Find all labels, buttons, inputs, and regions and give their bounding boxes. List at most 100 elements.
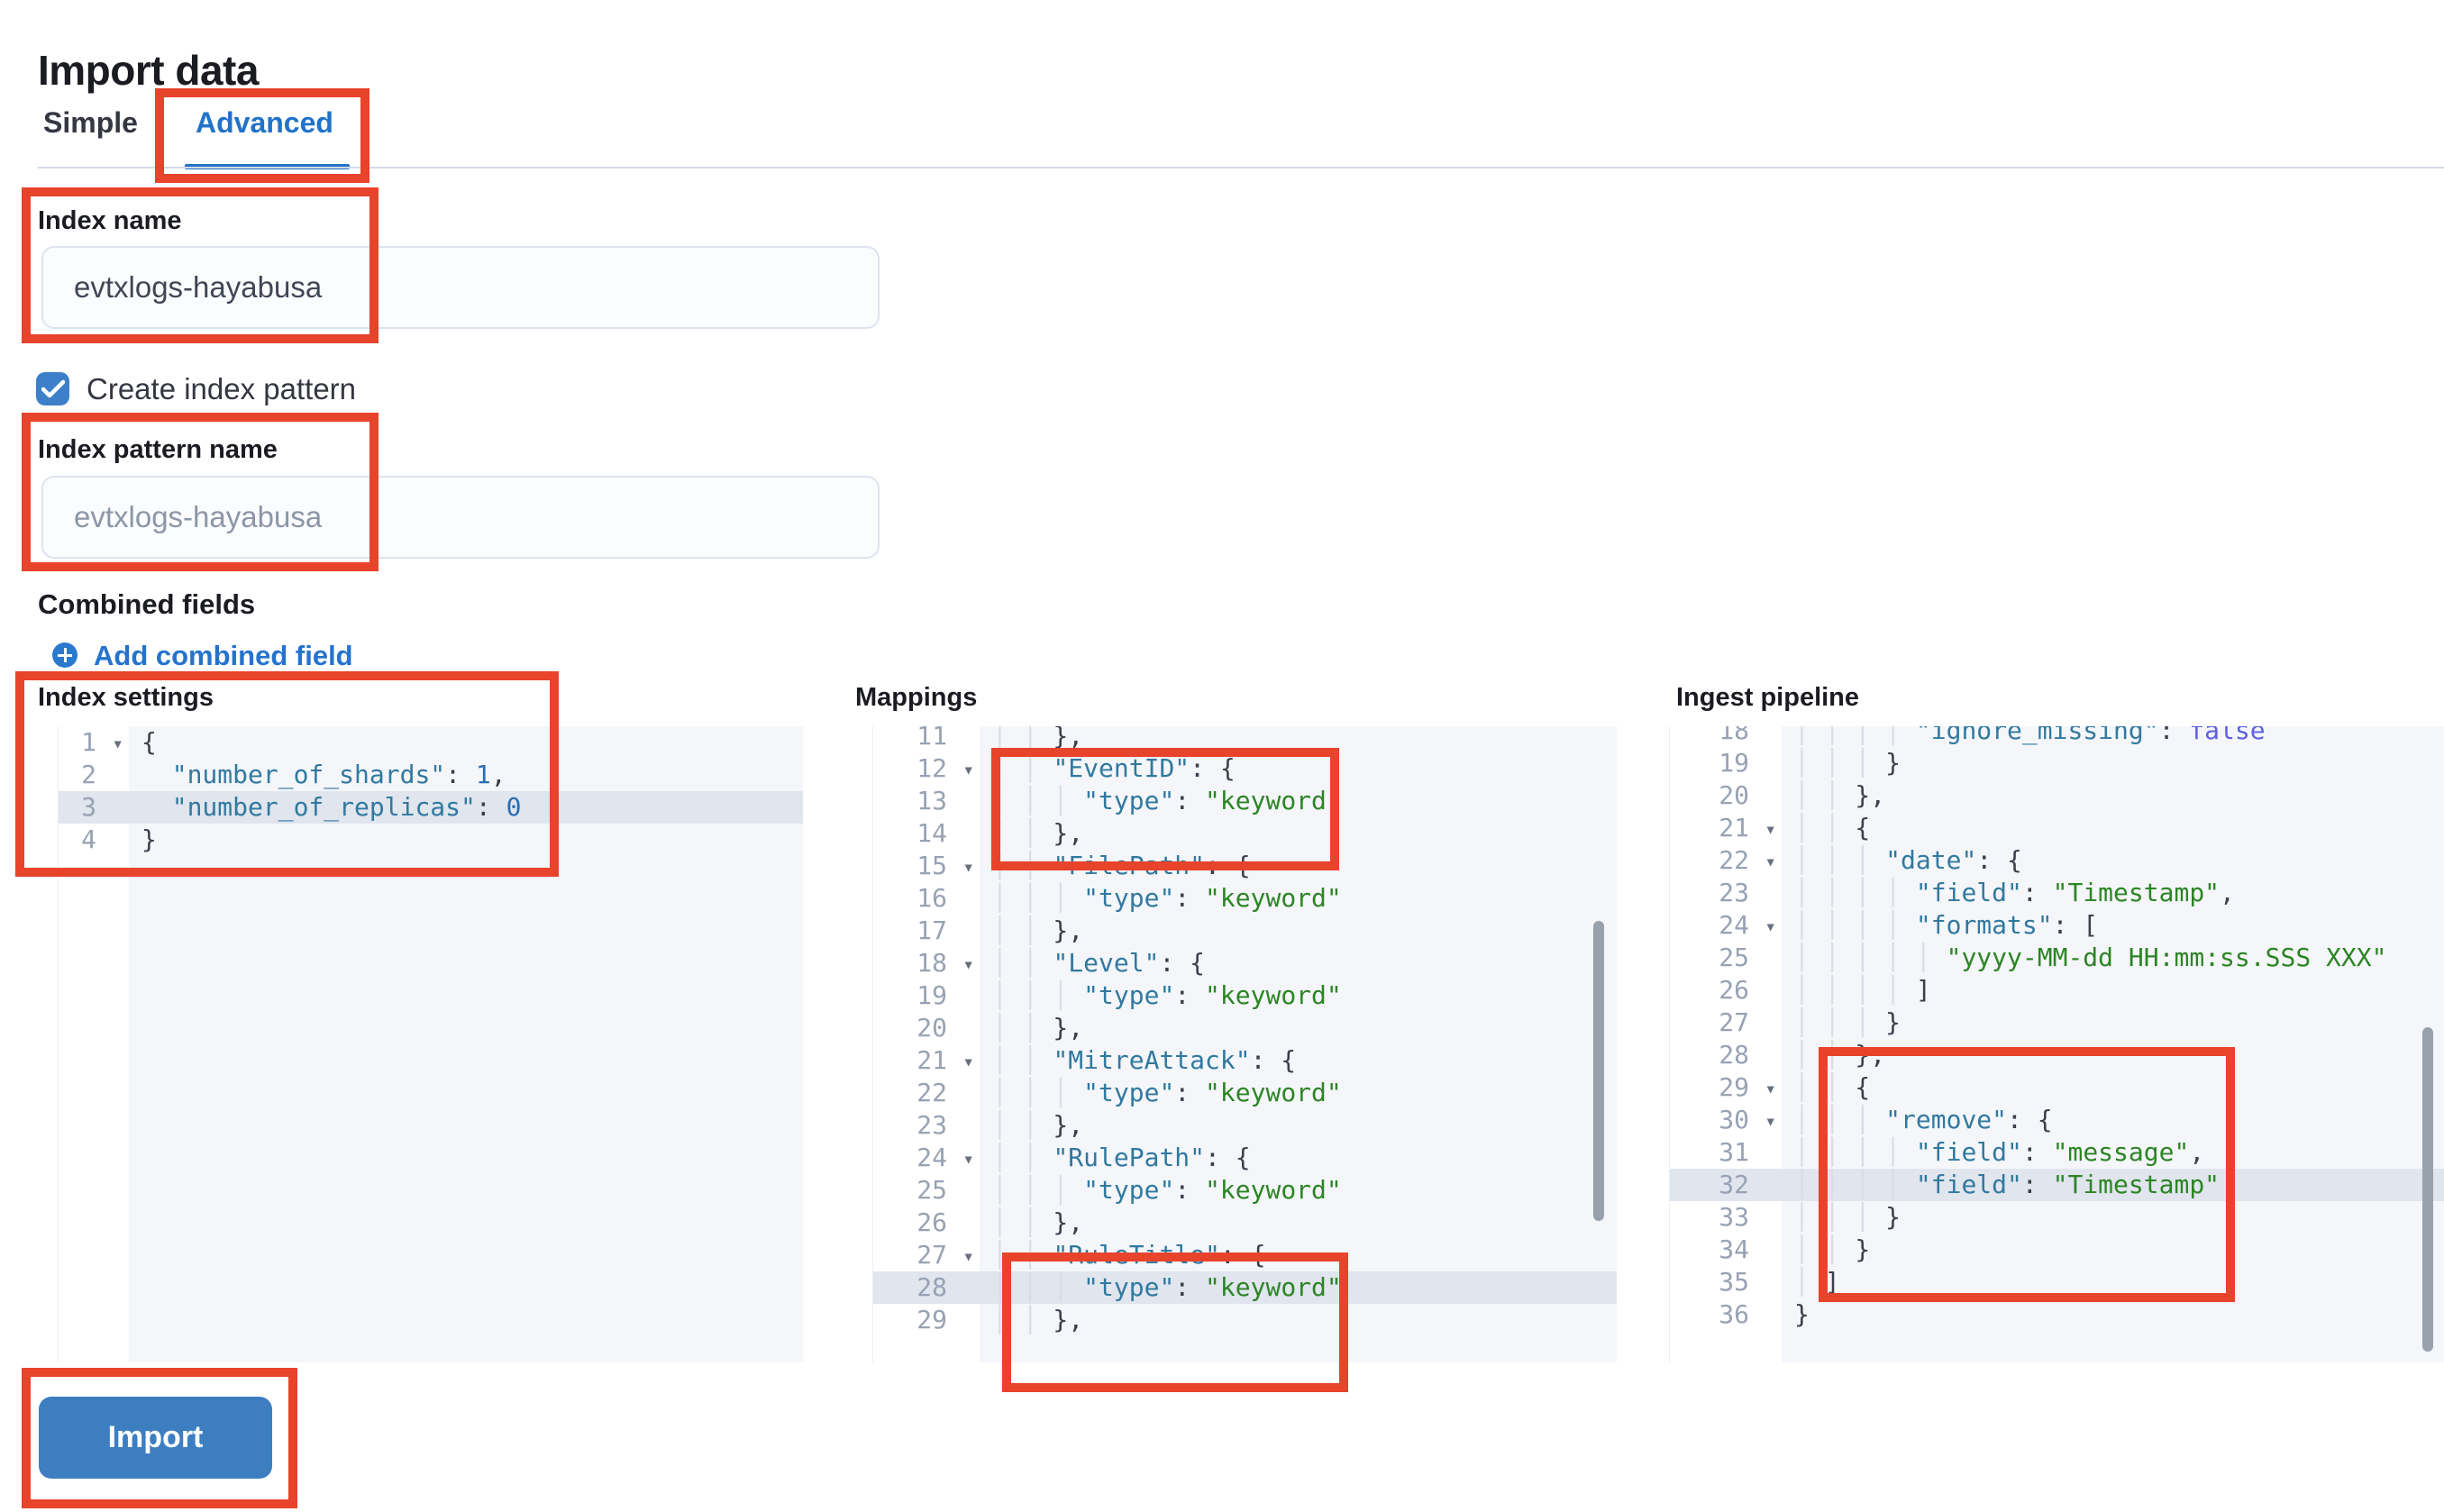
line-number: 30▾ — [1670, 1104, 1782, 1136]
code-line: 32│ │ │ │ "field": "Timestamp" — [1670, 1169, 2444, 1201]
fold-arrow-icon[interactable]: ▾ — [962, 1245, 974, 1267]
line-number: 28 — [1719, 1040, 1749, 1070]
code-line: 33│ │ │ } — [1670, 1201, 2444, 1234]
code-line: 27│ │ │ } — [1670, 1006, 2444, 1039]
line-number: 32 — [1719, 1170, 1749, 1199]
line-number: 1▾ — [59, 726, 129, 759]
index-settings-editor[interactable]: 1▾{2 "number_of_shards": 1,3 "number_of_… — [58, 726, 803, 1362]
line-number: 21▾ — [873, 1044, 980, 1077]
code-line: 24▾│ │ "RulePath": { — [873, 1142, 1617, 1174]
line-number: 3 — [81, 792, 96, 822]
index-name-label: Index name — [38, 206, 182, 235]
line-number: 23 — [1719, 878, 1749, 907]
mappings-label: Mappings — [855, 683, 978, 712]
line-number: 18 — [1719, 726, 1749, 745]
line-number: 18▾ — [873, 947, 980, 979]
ingest-pipeline-label: Ingest pipeline — [1676, 683, 1860, 712]
line-number: 24▾ — [1670, 909, 1782, 942]
line-number: 16 — [916, 883, 947, 913]
index-name-input[interactable] — [41, 246, 880, 329]
code-line: 21▾│ │ { — [1670, 812, 2444, 844]
fold-arrow-icon[interactable]: ▾ — [1765, 1110, 1776, 1132]
import-button[interactable]: Import — [39, 1397, 272, 1479]
create-index-pattern-checkbox[interactable] — [36, 372, 69, 405]
line-number: 35 — [1719, 1267, 1749, 1297]
line-number: 15▾ — [873, 850, 980, 882]
code-line: 16│ │ │ "type": "keyword" — [873, 882, 1617, 915]
index-pattern-name-label: Index pattern name — [38, 435, 278, 464]
code-line: 25│ │ │ │ │ "yyyy-MM-dd HH:mm:ss.SSS XXX… — [1670, 942, 2444, 974]
fold-arrow-icon[interactable]: ▾ — [962, 759, 974, 780]
code-line: 22▾│ │ │ "date": { — [1670, 844, 2444, 877]
create-index-pattern-label[interactable]: Create index pattern — [87, 372, 357, 405]
line-number: 4 — [81, 824, 96, 854]
code-line: 13│ │ │ "type": "keyword" — [873, 785, 1617, 817]
code-line: 12▾│ │ "EventID": { — [873, 752, 1617, 785]
code-line: 30▾│ │ │ "remove": { — [1670, 1104, 2444, 1136]
code-line: 1▾{ — [59, 726, 803, 759]
line-number: 24▾ — [873, 1142, 980, 1174]
fold-arrow-icon[interactable]: ▾ — [1765, 915, 1776, 937]
code-line: 26│ │ }, — [873, 1207, 1617, 1239]
fold-arrow-icon[interactable]: ▾ — [1765, 851, 1776, 872]
mappings-scrollbar[interactable] — [1593, 921, 1604, 1221]
code-line: 23│ │ │ │ "field": "Timestamp", — [1670, 877, 2444, 909]
line-number: 26 — [1719, 975, 1749, 1005]
line-number: 29 — [916, 1305, 947, 1334]
mappings-editor[interactable]: 11│ │ },12▾│ │ "EventID": {13│ │ │ "type… — [872, 726, 1617, 1362]
line-number: 17 — [916, 915, 947, 945]
line-number: 31 — [1719, 1137, 1749, 1167]
code-line: 2 "number_of_shards": 1, — [59, 759, 803, 791]
code-line: 24▾│ │ │ │ "formats": [ — [1670, 909, 2444, 942]
line-number: 21▾ — [1670, 812, 1782, 844]
fold-arrow-icon[interactable]: ▾ — [1765, 818, 1776, 840]
code-line: 18│ │ │ │ "ignore_missing": false — [1670, 726, 2444, 747]
line-number: 13 — [916, 786, 947, 815]
line-number: 36 — [1719, 1299, 1749, 1329]
code-line: 29▾│ │ { — [1670, 1071, 2444, 1104]
line-number: 2 — [81, 760, 96, 789]
fold-arrow-icon[interactable]: ▾ — [962, 1051, 974, 1072]
plus-in-circle-icon[interactable] — [52, 642, 78, 668]
fold-arrow-icon[interactable]: ▾ — [1765, 1078, 1776, 1099]
tab-simple[interactable]: Simple — [43, 106, 138, 139]
code-line: 31│ │ │ │ "field": "message", — [1670, 1136, 2444, 1169]
code-line: 11│ │ }, — [873, 726, 1617, 752]
line-number: 19 — [1719, 748, 1749, 778]
line-number: 12▾ — [873, 752, 980, 785]
line-number: 23 — [916, 1110, 947, 1140]
line-number: 33 — [1719, 1202, 1749, 1232]
index-settings-label: Index settings — [38, 683, 214, 712]
line-number: 22 — [916, 1078, 947, 1107]
line-number: 20 — [1719, 780, 1749, 810]
code-line: 26│ │ │ │ ] — [1670, 974, 2444, 1006]
line-number: 27▾ — [873, 1239, 980, 1271]
fold-arrow-icon[interactable]: ▾ — [962, 953, 974, 975]
code-line: 3 "number_of_replicas": 0 — [59, 791, 803, 824]
code-line: 29│ │ }, — [873, 1304, 1617, 1336]
code-line: 20│ │ }, — [1670, 779, 2444, 812]
tab-advanced[interactable]: Advanced — [196, 106, 333, 139]
line-number: 26 — [916, 1207, 947, 1237]
index-pattern-name-input[interactable] — [41, 476, 880, 559]
ingest-pipeline-scrollbar[interactable] — [2422, 1027, 2433, 1352]
code-line: 27▾│ │ "RuleTitle": { — [873, 1239, 1617, 1271]
fold-arrow-icon[interactable]: ▾ — [112, 733, 123, 754]
code-line: 4} — [59, 824, 803, 856]
line-number: 34 — [1719, 1234, 1749, 1264]
fold-arrow-icon[interactable]: ▾ — [962, 856, 974, 878]
tabs-divider — [38, 167, 2444, 169]
line-number: 28 — [916, 1272, 947, 1302]
check-icon — [41, 379, 65, 398]
code-line: 15▾│ │ "FilePath": { — [873, 850, 1617, 882]
line-number: 22▾ — [1670, 844, 1782, 877]
code-line: 23│ │ }, — [873, 1109, 1617, 1142]
combined-fields-label: Combined fields — [38, 588, 256, 620]
line-number: 11 — [916, 726, 947, 751]
code-line: 25│ │ │ "type": "keyword" — [873, 1174, 1617, 1207]
add-combined-field-link[interactable]: Add combined field — [94, 640, 353, 671]
line-number: 25 — [1719, 943, 1749, 972]
fold-arrow-icon[interactable]: ▾ — [962, 1148, 974, 1170]
